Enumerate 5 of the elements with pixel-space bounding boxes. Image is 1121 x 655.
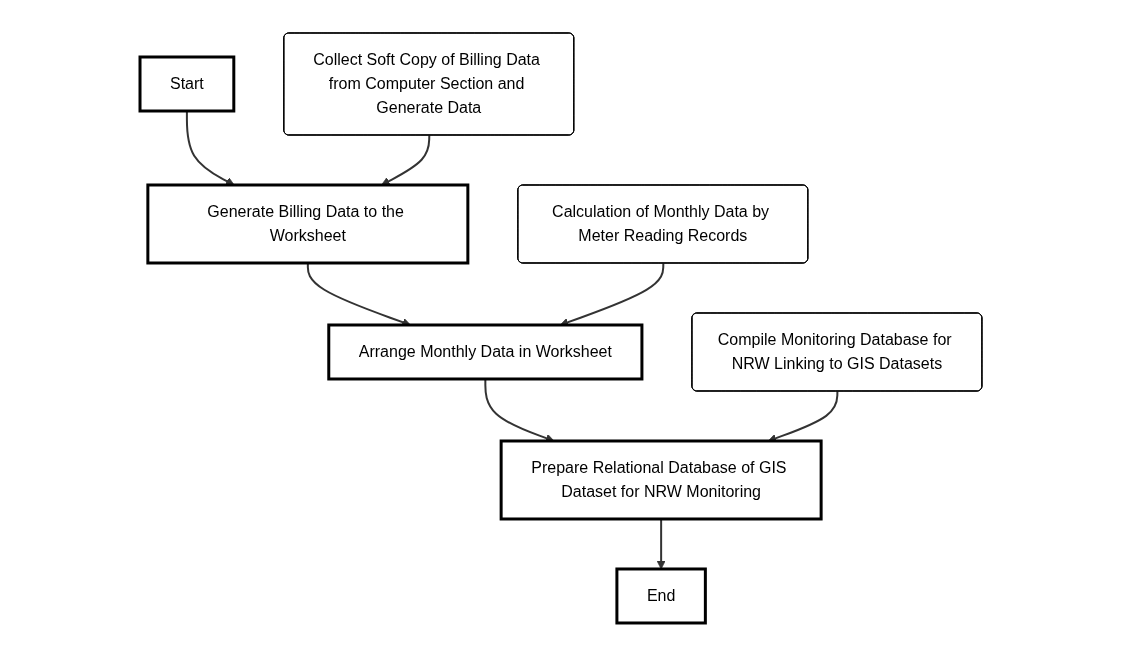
node-box: End <box>614 567 707 624</box>
node-box: Start <box>138 55 235 112</box>
node-box: Arrange Monthly Data in Worksheet <box>326 323 643 380</box>
node-box: Prepare Relational Database of GIS Dataset for NRW Monitoring <box>499 439 823 520</box>
node-box: Generate Billing Data to the Worksheet <box>145 183 469 264</box>
